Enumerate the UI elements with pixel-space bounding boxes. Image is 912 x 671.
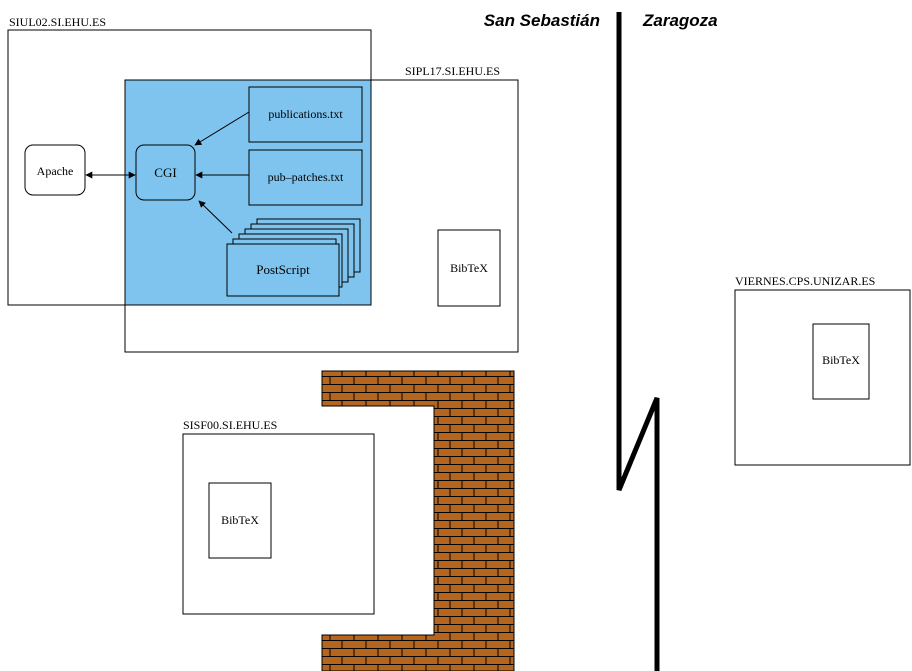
host-label-sisf00: SISF00.SI.EHU.ES bbox=[183, 418, 277, 432]
postscript-file bbox=[226, 243, 340, 297]
host-box-sisf00 bbox=[182, 433, 375, 615]
apache-node bbox=[24, 144, 86, 196]
arrow-publications-to-cgi bbox=[194, 111, 250, 146]
bibtex-label-sipl17: BibTeX bbox=[450, 261, 488, 275]
pub-patches-label: pub–patches.txt bbox=[268, 170, 344, 184]
cgi-label: CGI bbox=[154, 165, 176, 180]
apache-label: Apache bbox=[37, 164, 74, 178]
postscript-label: PostScript bbox=[256, 262, 310, 277]
cgi-node bbox=[135, 144, 196, 201]
region-label-san-sebastian: San Sebastián bbox=[484, 11, 600, 30]
publications-label: publications.txt bbox=[268, 107, 343, 121]
bibtex-label-viernes: BibTeX bbox=[822, 353, 860, 367]
host-label-siul02: SIUL02.SI.EHU.ES bbox=[9, 15, 106, 29]
publications-file bbox=[248, 86, 363, 143]
host-box-viernes bbox=[734, 289, 911, 466]
pub-patches-file bbox=[248, 149, 363, 206]
host-label-viernes: VIERNES.CPS.UNIZAR.ES bbox=[735, 274, 875, 288]
brick-firewall bbox=[321, 370, 515, 671]
bibtex-label-sisf00: BibTeX bbox=[221, 513, 259, 527]
postscript-stack bbox=[226, 218, 361, 297]
arrow-postscript-to-cgi bbox=[198, 200, 233, 234]
bibtex-box-viernes bbox=[812, 323, 870, 400]
region-label-zaragoza: Zaragoza bbox=[642, 11, 718, 30]
region-boundary-line bbox=[616, 12, 660, 671]
host-label-sipl17: SIPL17.SI.EHU.ES bbox=[405, 64, 500, 78]
bibtex-box-sisf00 bbox=[208, 482, 272, 559]
bibtex-box-sipl17 bbox=[437, 229, 501, 307]
